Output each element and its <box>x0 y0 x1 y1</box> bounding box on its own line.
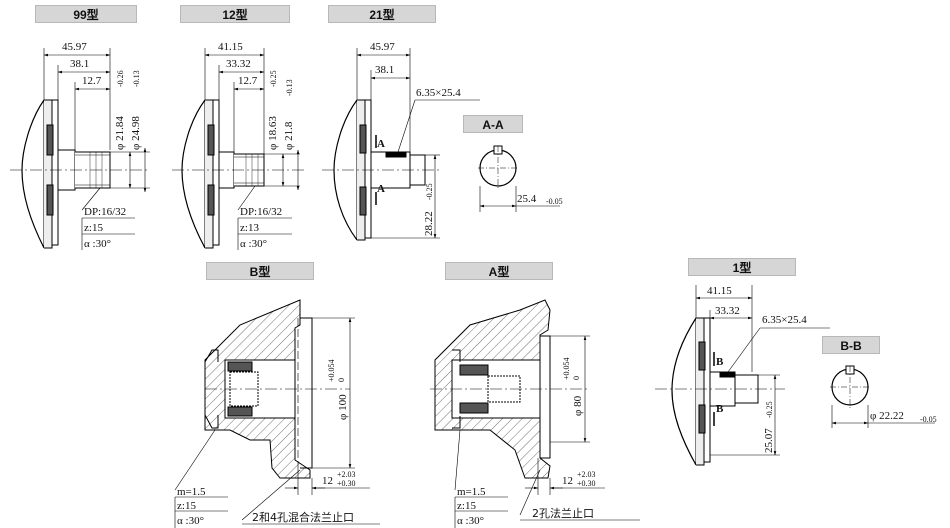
view-12-text: 41.15 33.32 12.7 φ 18.63 -0.25 φ 21.8 -0… <box>218 41 295 250</box>
dim-12-d1: 41.15 <box>218 41 243 53</box>
dim-1-d1: 41.15 <box>707 285 732 297</box>
section-mark-1-bottom: B <box>716 403 724 415</box>
label-section-aa: A-A <box>463 115 523 133</box>
spec-99-alpha: α :30° <box>84 238 111 250</box>
dim-99-d1: 45.97 <box>62 41 87 53</box>
view-1 <box>655 285 830 466</box>
view-1-text: 41.15 33.32 6.35×25.4 B B 25.07 -0.25 <box>707 285 807 453</box>
dim-12-d2: 33.32 <box>226 58 251 70</box>
dim-aa-w-tol: -0.05 <box>546 197 563 206</box>
section-bb-text: φ 22.22 -0.05 <box>870 410 937 424</box>
spec-a-alpha: α :30° <box>457 515 484 527</box>
spec-12-z: z:13 <box>240 222 259 234</box>
view-21 <box>322 48 480 241</box>
label-a-type: A型 <box>445 262 553 280</box>
view-99-text: 45.97 38.1 12.7 φ 21.84 -0.26 φ 24.98 -0… <box>62 41 142 250</box>
dim-21-h: 28.22 <box>423 211 435 236</box>
dim-b-phi-lo: 0 <box>337 378 346 382</box>
dim-b-len-up: +2.03 <box>337 470 356 479</box>
spec-a-z: z:15 <box>457 500 476 512</box>
label-section-bb: B-B <box>822 336 880 354</box>
dim-1-h-tol: -0.25 <box>765 401 774 418</box>
dim-a-phi-up: +0.054 <box>562 357 571 380</box>
section-aa-text: 25.4 -0.05 <box>517 193 563 206</box>
dim-1-key: 6.35×25.4 <box>762 314 807 326</box>
view-a-text: φ 80 +0.054 0 12 +2.03 +0.30 m=1.5 z:15 … <box>457 357 596 527</box>
dim-a-len: 12 <box>562 475 573 487</box>
dim-a-phi: φ 80 <box>572 395 584 416</box>
dim-b-len-lo: +0.30 <box>337 479 356 488</box>
dim-12-d3: 12.7 <box>238 75 258 87</box>
view-21-text: 45.97 38.1 6.35×25.4 A A 28.22 -0.25 <box>370 41 461 236</box>
spec-a-m: m=1.5 <box>457 486 486 498</box>
spec-b-m: m=1.5 <box>177 486 206 498</box>
label-21-type: 21型 <box>328 5 436 23</box>
spec-12-alpha: α :30° <box>240 238 267 250</box>
section-aa <box>478 145 560 212</box>
label-b-type: B型 <box>206 262 314 280</box>
dim-21-h-tol: -0.25 <box>425 183 434 200</box>
dim-12-phi2: φ 21.8 <box>283 121 295 150</box>
spec-b-alpha: α :30° <box>177 515 204 527</box>
dim-bb-w: φ 22.22 <box>870 410 904 422</box>
view-12 <box>172 48 305 250</box>
section-bb <box>830 365 935 428</box>
dim-1-h: 25.07 <box>763 428 775 453</box>
view-b-text: φ 100 +0.054 0 12 +2.03 +0.30 m=1.5 z:15… <box>177 359 356 527</box>
dim-b-phi: φ 100 <box>337 394 349 420</box>
dim-aa-w: 25.4 <box>517 193 537 205</box>
view-b <box>174 299 380 528</box>
label-1-type: 1型 <box>688 258 796 276</box>
spec-99-dp: DP:16/32 <box>84 206 126 218</box>
label-99-type: 99型 <box>35 5 137 23</box>
dim-99-d2: 38.1 <box>70 58 89 70</box>
dim-a-len-lo: +0.30 <box>577 479 596 488</box>
dim-b-phi-up: +0.054 <box>327 359 336 382</box>
dim-bb-w-tol: -0.05 <box>920 415 937 424</box>
dim-12-phi1-tol: -0.25 <box>269 70 278 87</box>
view-99 <box>10 48 150 250</box>
note-b-flange: 2和4孔混合法兰止口 <box>252 510 354 524</box>
spec-99-z: z:15 <box>84 222 103 234</box>
section-mark-1-top: B <box>716 356 724 368</box>
spec-12-dp: DP:16/32 <box>240 206 282 218</box>
dim-99-phi1-tol: -0.26 <box>116 70 125 87</box>
dim-99-d3: 12.7 <box>82 75 102 87</box>
dim-1-d2: 33.32 <box>715 305 740 317</box>
label-12-type: 12型 <box>180 5 290 23</box>
note-a-flange: 2孔法兰止口 <box>532 506 594 520</box>
spec-b-z: z:15 <box>177 500 196 512</box>
dim-12-phi1: φ 18.63 <box>267 116 279 150</box>
dim-99-phi2-tol: -0.13 <box>132 70 141 87</box>
dim-99-phi2: φ 24.98 <box>130 116 142 150</box>
dim-21-d2: 38.1 <box>375 64 394 76</box>
section-mark-21-bottom: A <box>377 183 385 195</box>
view-a <box>430 299 640 528</box>
dim-21-key: 6.35×25.4 <box>416 87 461 99</box>
dim-99-phi1: φ 21.84 <box>114 116 126 150</box>
dim-12-phi2-tol: -0.13 <box>285 79 294 96</box>
dim-a-phi-lo: 0 <box>572 376 581 380</box>
section-mark-21-top: A <box>377 138 385 150</box>
dim-a-len-up: +2.03 <box>577 470 596 479</box>
dim-21-d1: 45.97 <box>370 41 395 53</box>
dim-b-len: 12 <box>322 475 333 487</box>
